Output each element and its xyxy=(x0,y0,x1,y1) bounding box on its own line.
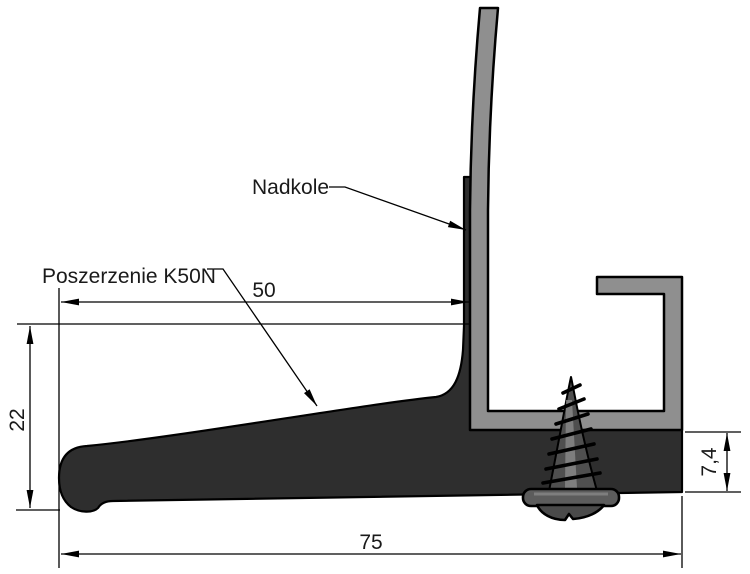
dim-value-22: 22 xyxy=(6,408,29,431)
leader-nadkole: Nadkole xyxy=(252,176,467,231)
leader-poszerzenie: Poszerzenie K50N xyxy=(42,265,318,407)
screw-head-dome xyxy=(535,503,606,522)
dim-value-75: 75 xyxy=(359,531,382,554)
screw-flange xyxy=(521,487,621,508)
dim-value-50: 50 xyxy=(252,279,275,302)
screw-threads xyxy=(541,383,602,485)
label-poszerzenie: Poszerzenie K50N xyxy=(42,265,216,288)
dim-value-7-4: 7,4 xyxy=(698,447,721,477)
dimension-22: 22 xyxy=(6,326,34,508)
dimension-75: 75 xyxy=(61,531,681,558)
dimension-7-4: 7,4 xyxy=(698,433,731,491)
dimension-50: 50 xyxy=(61,279,469,306)
screw-icon xyxy=(521,376,621,522)
nadkole-profile-shape xyxy=(468,6,684,432)
extension-lines xyxy=(16,288,741,568)
label-nadkole: Nadkole xyxy=(252,176,329,199)
